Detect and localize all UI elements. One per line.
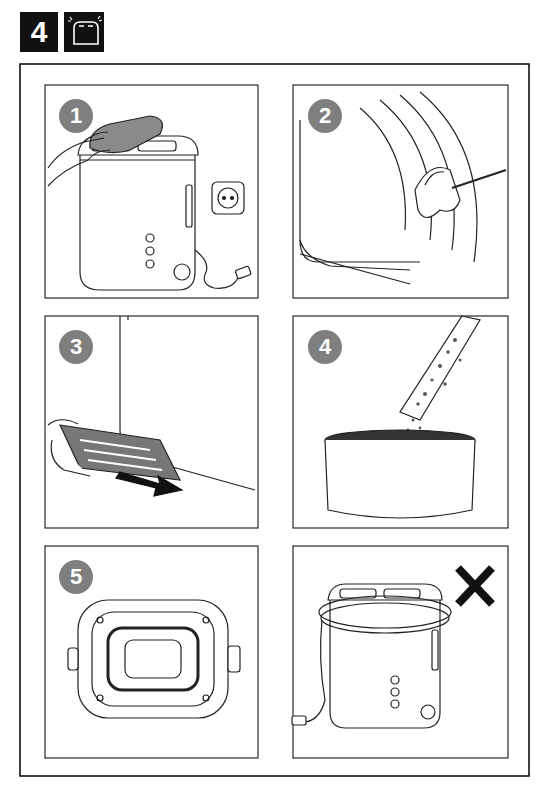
crumb-tray-removal-part-part	[84, 450, 156, 460]
brush-closeup	[300, 92, 506, 284]
crumb-disposal	[325, 316, 480, 518]
cord-wrap-warning-part	[391, 676, 399, 684]
toaster-wipe-part	[231, 197, 234, 200]
cleaning-icon-part	[68, 16, 102, 21]
callout-number: 2	[308, 99, 342, 133]
crumb-tray-removal-part	[80, 440, 162, 470]
cord-wrap-warning-part	[458, 568, 492, 604]
brush-closeup-part	[360, 108, 405, 230]
callout-number: 4	[308, 330, 342, 364]
toaster-wipe-part	[48, 138, 104, 168]
callout-number: 3	[59, 330, 93, 364]
callout-number: 5	[59, 560, 93, 594]
brush-closeup-part	[300, 240, 410, 270]
crumb-tray-removal	[48, 316, 255, 496]
toaster-top-view-part	[92, 612, 214, 706]
toaster-top-view-part	[125, 640, 181, 678]
toaster-top-view-part	[97, 617, 103, 623]
toaster-wipe-part	[80, 159, 195, 160]
toaster-wipe-part	[235, 266, 251, 279]
crumb-tray-removal-part-part	[80, 440, 150, 450]
panel-frames-part	[45, 85, 258, 298]
toaster-wipe-part	[80, 155, 195, 290]
toaster-wipe-part	[146, 234, 154, 242]
brush-closeup-part	[300, 120, 420, 262]
crumb-disposal-part-part	[430, 378, 433, 381]
crumb-disposal-part-part	[412, 419, 415, 422]
toaster-top-view-part	[228, 646, 240, 672]
cleaning-icon-part	[88, 25, 93, 27]
step-number: 4	[20, 12, 58, 52]
cord-wrap-warning-part	[292, 716, 306, 725]
crumb-disposal-part	[325, 440, 475, 518]
toaster-top-view-part	[203, 695, 209, 701]
cleaning-icon-part	[64, 12, 104, 52]
panel-frames-part	[293, 85, 508, 298]
crumb-disposal-part-part	[438, 364, 442, 368]
outer-frame	[20, 64, 529, 776]
toaster-wipe-part	[212, 182, 244, 214]
cord-wrap-warning-part	[421, 705, 435, 719]
toaster-wipe-part	[146, 260, 154, 268]
cord-wrap-warning-part	[328, 584, 442, 600]
brush-closeup-part	[415, 168, 460, 218]
crumb-disposal-part-part	[419, 427, 422, 430]
crumb-disposal-part	[400, 316, 480, 420]
crumb-tray-removal-part-part	[88, 460, 162, 470]
crumb-disposal-part-part	[416, 402, 419, 405]
crumb-disposal-part	[406, 338, 461, 432]
toaster-top-view-part	[203, 617, 209, 623]
cleaning-icon	[64, 12, 104, 52]
toaster-wipe-part	[146, 247, 154, 255]
panel-frames-part	[293, 316, 508, 528]
cord-wrap-warning-part	[305, 620, 325, 722]
crumb-disposal-part-part	[446, 350, 450, 354]
toaster-wipe-part	[84, 132, 108, 142]
panel-frames-part	[45, 316, 258, 528]
toaster-wipe-part	[90, 116, 163, 153]
crumb-disposal-part-part	[459, 359, 462, 362]
toaster-top-view-part	[108, 628, 198, 690]
toaster-wipe-part	[218, 188, 238, 208]
crumb-disposal-part-part	[423, 392, 427, 396]
toaster-wipe-part	[195, 250, 238, 288]
toaster-wipe-part	[48, 150, 110, 186]
panel-frames-part	[45, 546, 258, 758]
panel-frames-part	[293, 546, 508, 758]
crumb-tray-removal-part	[127, 316, 128, 320]
crumb-tray-removal-part	[51, 440, 90, 476]
cord-wrap-warning-part	[321, 603, 449, 633]
cord-wrap-warning-part	[319, 596, 451, 628]
crumb-tray-removal-part	[48, 420, 78, 425]
cord-wrap-warning-part	[391, 700, 399, 708]
callout-number: 1	[59, 99, 93, 133]
toaster-wipe	[48, 116, 251, 290]
brush-closeup-part	[425, 172, 444, 185]
toaster-top-view-part	[78, 600, 228, 718]
crumb-tray-removal-part	[116, 472, 182, 496]
toaster-top-view-part	[97, 695, 103, 701]
crumb-disposal-part-part	[453, 338, 457, 342]
toaster-wipe-part	[223, 197, 226, 200]
toaster-top-view-part	[68, 648, 78, 670]
cleaning-icon-part	[74, 22, 98, 44]
cord-wrap-warning-part	[330, 600, 440, 728]
toaster-top-view	[68, 600, 240, 718]
brush-closeup-part	[452, 170, 506, 188]
cord-wrap-warning-part	[391, 688, 399, 696]
crumb-disposal-part-part	[443, 382, 447, 386]
cord-wrap-warning-part	[432, 630, 438, 670]
toaster-wipe-part	[174, 264, 190, 280]
cord-wrap-warning	[292, 568, 492, 728]
toaster-wipe-part	[186, 185, 192, 227]
brush-closeup-part	[300, 254, 410, 284]
cleaning-icon-part	[79, 25, 84, 27]
panel-frames	[45, 85, 508, 758]
